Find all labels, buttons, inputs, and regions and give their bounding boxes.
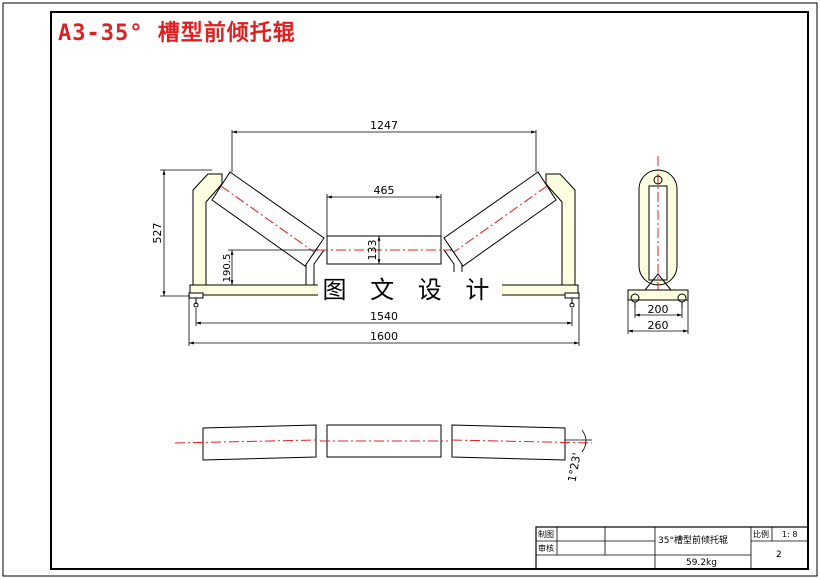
dim-1600-text: 1600 xyxy=(370,330,398,343)
watermark-text: 图 文 设 计 xyxy=(318,272,502,308)
title-block-scale-label: 比例 xyxy=(753,530,769,539)
right-base-bolt xyxy=(564,292,580,308)
plan-right-centerline xyxy=(451,439,593,444)
dim-1540-text: 1540 xyxy=(370,310,398,323)
title-block-scale-value: 1: 8 xyxy=(782,530,798,539)
left-base-bolt xyxy=(188,292,204,308)
plan-view: 1°23' xyxy=(174,424,593,483)
drawing-title: A3-35° 槽型前倾托辊 xyxy=(58,21,296,46)
title-block-sheet-no: 2 xyxy=(776,550,782,560)
left-bracket xyxy=(192,173,223,286)
right-bracket xyxy=(545,173,576,286)
plan-right-roller xyxy=(451,424,566,461)
dim-190-text: 190.5 xyxy=(222,254,233,283)
title-block-label-drawn: 制图 xyxy=(538,530,554,539)
dim-465-text: 465 xyxy=(374,184,395,197)
title-block-label-checked: 审核 xyxy=(538,544,554,553)
title-block xyxy=(535,526,809,570)
dim-1247-text: 1247 xyxy=(370,119,398,132)
front-view: 1247 465 527 133 190.5 1540 1600 xyxy=(151,119,580,346)
plan-left-roller xyxy=(202,424,317,461)
side-base-plate xyxy=(627,289,689,301)
title-block-part-name: 35°槽型前倾托辊 xyxy=(658,536,728,546)
title-block-weight: 59.2kg xyxy=(686,558,717,568)
dim-527-text: 527 xyxy=(151,223,164,244)
dim-260-text: 260 xyxy=(648,319,669,332)
side-shaft-hole xyxy=(653,175,663,185)
right-roller-centerline xyxy=(453,185,548,253)
dim-133-text: 133 xyxy=(366,240,379,261)
plan-angle-text: 1°23' xyxy=(566,452,584,483)
left-roller-centerline xyxy=(220,185,315,253)
plan-angle-arc xyxy=(581,429,587,453)
side-view: 200 260 xyxy=(627,156,689,334)
side-bolt-right xyxy=(677,293,687,308)
side-bolt-left xyxy=(630,293,640,308)
dim-200-text: 200 xyxy=(648,303,669,316)
plan-left-centerline xyxy=(174,439,317,444)
inner-border xyxy=(50,11,809,570)
